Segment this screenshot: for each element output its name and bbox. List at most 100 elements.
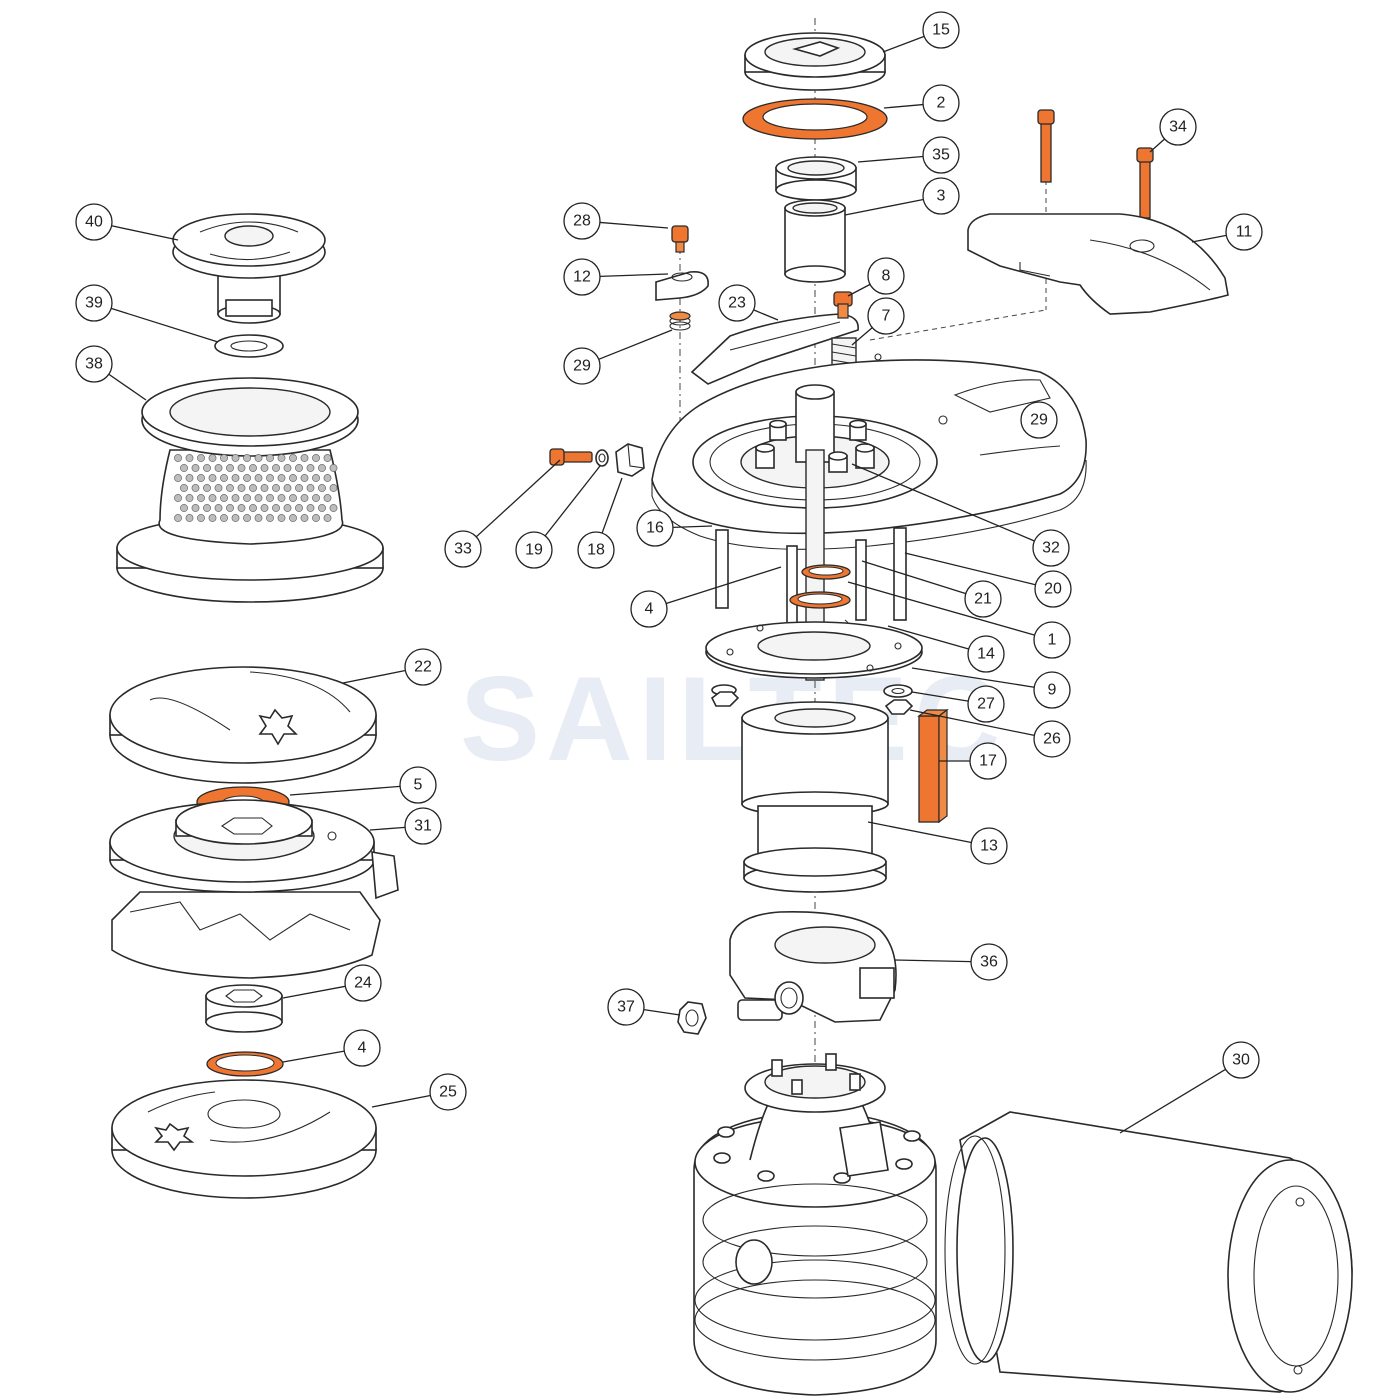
grip-dot: [180, 504, 188, 512]
grip-dot: [318, 484, 326, 492]
grip-dot: [197, 454, 205, 462]
grip-dot: [295, 484, 303, 492]
callout-c40: 40: [75, 203, 179, 241]
callout-c37: 37: [607, 988, 681, 1026]
part-24-spline-hub: [205, 984, 283, 1033]
callout-c38: 38: [75, 345, 147, 401]
leader-line: [369, 826, 406, 831]
part-4-washer: [206, 1051, 284, 1077]
leader-line: [342, 669, 406, 684]
leader-line: [599, 273, 669, 278]
callout-circle: [444, 530, 482, 568]
grip-dot: [272, 484, 280, 492]
callout-c25: 25: [371, 1073, 467, 1111]
grip-dot: [185, 474, 194, 482]
leader-line: [475, 459, 561, 538]
callout-circle: [563, 202, 601, 240]
callout-circle: [718, 284, 756, 322]
callout-c36: 36: [894, 943, 1008, 981]
part-19-washer: [595, 449, 609, 467]
grip-dot: [266, 494, 274, 502]
grip-dot: [226, 464, 234, 472]
callout-circle: [75, 345, 113, 383]
grip-dot: [220, 514, 228, 522]
part-29-spring: [669, 311, 691, 331]
callout-number: 9: [1048, 682, 1057, 699]
callout-number: 22: [414, 659, 432, 676]
leader-line: [887, 625, 969, 650]
callout-circle: [563, 258, 601, 296]
callout-c12: 12: [563, 258, 669, 296]
callout-c20: 20: [904, 552, 1072, 608]
grip-dot: [289, 454, 297, 462]
grip-dot: [231, 494, 240, 502]
part-36-clamp: [729, 911, 897, 1023]
callout-number: 33: [454, 541, 472, 558]
callout-c8: 8: [847, 257, 905, 297]
leader-line: [883, 103, 924, 109]
grip-dot: [197, 474, 205, 482]
grip-dot: [312, 454, 320, 462]
grip-dot: [214, 464, 223, 472]
part-33-bolt: [549, 448, 593, 466]
grip-dot: [312, 514, 320, 522]
part-18-knob: [615, 443, 645, 477]
part-3-sleeve: [784, 199, 846, 283]
callout-number: 30: [1232, 1052, 1250, 1069]
grip-dot: [208, 474, 217, 482]
leader-line: [665, 566, 782, 605]
leader-line: [909, 709, 1035, 737]
callout-circle: [922, 84, 960, 122]
part-25-base: [111, 1079, 377, 1199]
callout-number: 25: [439, 1084, 457, 1101]
callout-circle: [1225, 213, 1263, 251]
part-34-bolts: [1037, 109, 1154, 219]
callout-c24: 24: [282, 964, 382, 1002]
grip-dot: [266, 454, 274, 462]
callout-circle: [344, 964, 382, 1002]
grip-dot: [174, 514, 182, 522]
grip-dot: [185, 514, 194, 522]
grip-dot: [243, 494, 251, 502]
grip-dot: [174, 474, 182, 482]
grip-dot: [214, 484, 223, 492]
callout-c2: 2: [883, 84, 960, 122]
callout-number: 5: [414, 777, 423, 794]
grip-dot: [243, 454, 251, 462]
leader-line: [672, 525, 713, 529]
callout-c15: 15: [882, 11, 960, 53]
grip-dot: [191, 484, 200, 492]
grip-dot: [300, 454, 309, 462]
callout-number: 23: [728, 295, 746, 312]
callout-number: 39: [85, 295, 103, 312]
grip-dot: [312, 474, 320, 482]
callout-number: 3: [937, 188, 946, 205]
grip-dot: [300, 474, 309, 482]
grip-dot: [272, 464, 280, 472]
watermark-text: SAILTEC: [460, 652, 1006, 786]
grip-dot: [203, 464, 211, 472]
grip-dot: [220, 474, 228, 482]
callout-c29b: 29: [1020, 401, 1058, 439]
callout-c4a: 4: [630, 566, 782, 628]
grip-dot: [323, 514, 332, 522]
callout-c23: 23: [718, 284, 779, 322]
leader-line: [844, 198, 924, 216]
callout-number: 36: [980, 954, 998, 971]
callout-number: 14: [977, 646, 995, 663]
grip-dot: [226, 504, 234, 512]
grip-dot: [243, 474, 251, 482]
leader-line: [598, 329, 673, 360]
grip-dot: [277, 514, 286, 522]
part-30-motor-gearbox: [693, 1053, 1353, 1396]
callout-circle: [404, 807, 442, 845]
callout-circle: [1032, 529, 1070, 567]
grip-dot: [249, 484, 257, 492]
callout-circle: [1033, 720, 1071, 758]
callout-number: 1: [1048, 632, 1057, 649]
callout-circle: [967, 635, 1005, 673]
callout-circle: [343, 1029, 381, 1067]
part-17-key: [917, 708, 949, 824]
